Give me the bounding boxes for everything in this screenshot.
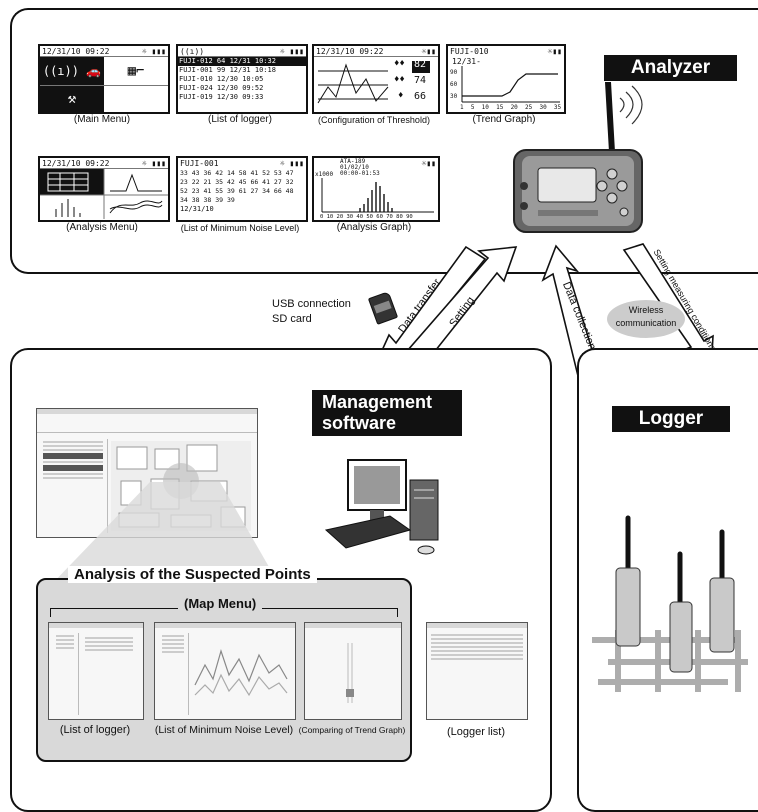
noise-level-screen: FUJI-001 ☼ ▮▮▮ 33 43 36 42 14 58 41 52 5… [176,156,308,222]
battery-icon: ☼▮▮ [421,46,436,56]
comparing-window [304,622,402,720]
threshold-screen: 12/31/10 09:22 ☼▮▮ 82 74 66 ♦♦ ♦♦ ♦ [312,44,440,114]
noise-date: 12/31/10 [180,205,214,213]
noise-level-caption: (List of Minimum Noise Level) [180,223,300,233]
threshold-datetime: 12/31/10 09:22 [316,46,384,56]
sd-label: SD card [272,313,312,325]
threshold-value-3: 66 [414,91,427,102]
x-ticks: 0 10 20 30 40 50 60 70 80 90 [320,214,413,220]
histogram [321,178,434,213]
wrench-icon: ⚒ [40,86,104,112]
analyzer-title: Analyzer [604,55,737,81]
main-menu-caption: (Main Menu) [73,114,131,125]
logger-row: FUJI-001 99 12/31 10:18 [179,66,276,74]
drop-icon: ♦♦ [394,75,405,85]
analysis-graph-screen: ATA-189 01/02/10 00:00-01:53 ☼▮▮ x1000 0… [312,156,440,222]
main-menu-screen: 12/31/10 09:22 ☼ ▮▮▮ ((ı)) 🚗 ▦⌐ ⚒ [38,44,170,114]
noise-row: 34 38 38 39 39 [180,196,235,204]
y-tick: 60 [450,81,458,88]
threshold-value-2: 74 [414,75,427,86]
noise-row: 52 23 41 55 39 61 27 34 66 48 [180,187,294,195]
battery-icon: ☼▮▮ [421,159,436,168]
logger-list-window-caption: (Logger list) [446,726,506,738]
noise-level-window [154,622,296,720]
noise-name: FUJI-001 [180,159,219,168]
comparing-window-caption: (Comparing of Trend Graph) [298,725,406,735]
management-title-line1: Management [322,392,433,412]
analysis-graph-line: 00:00-01:53 [340,170,380,177]
threshold-graph [317,61,430,104]
battery-icon: ☼▮▮ [547,47,562,56]
noise-level-window-caption: (List of Minimum Noise Level) [154,724,294,736]
list-logger-caption: (List of logger) [208,114,272,125]
usb-label: USB connection [272,298,351,310]
main-menu-datetime: 12/31/10 09:22 [42,46,110,56]
data-collection-arrow [541,244,598,378]
management-title: Management software [312,390,462,436]
zoom-projection [50,482,280,586]
logger-devices [592,515,748,692]
battery-icon: ☼ ▮▮▮ [141,46,166,56]
setting-arrow [399,246,518,372]
analyzer-device [513,82,643,233]
logger-title: Logger [612,406,730,432]
analysis-menu-datetime: 12/31/10 09:22 [42,158,110,168]
trend-line [461,66,560,103]
drop-icon: ♦ [398,91,404,101]
y-tick: 30 [450,93,458,100]
noise-chart [194,648,288,697]
trend-date: 12/31- [452,57,481,66]
battery-icon: ☼ ▮▮▮ [279,46,304,56]
logger-row: FUJI-010 12/30 10:05 [179,75,264,83]
trend-graph-screen: FUJI-010 ☼▮▮ 12/31- 90 60 30 1 5 10 15 2… [446,44,566,114]
list-logger-screen: ((ı)) ☼ ▮▮▮ FUJI-012 64 12/31 10:32 FUJI-… [176,44,308,114]
wireless-label: Wireless communication [615,305,677,328]
x-ticks: 1 5 10 15 20 25 30 35 [460,104,562,111]
chart-icon: ▦⌐ [127,63,145,79]
drop-icon: ♦♦ [394,59,405,69]
analysis-graph-line: 01/02/10 [340,164,369,171]
trend-caption: (Trend Graph) [472,114,536,125]
battery-icon: ☼ ▮▮▮ [141,158,166,168]
computer-icon [324,459,439,555]
signal-car-icon: ((ı)) 🚗 [40,57,104,85]
threshold-value-1: 82 [414,59,427,70]
wireless-ellipse [607,300,685,338]
list-logger-window [48,622,144,720]
analysis-menu-caption: (Analysis Menu) [66,222,138,233]
analysis-menu-screen: 12/31/10 09:22 ☼ ▮▮▮ [38,156,170,222]
analysis-menu-icons [40,169,168,219]
y-tick: x1000 [315,171,334,178]
logger-row: FUJI-012 64 12/31 10:32 [178,57,306,66]
logger-list-window [426,622,528,720]
analysis-graph-caption: (Analysis Graph) [336,222,412,233]
analysis-graph-line: ATA-189 [340,158,366,165]
list-logger-window-caption: (List of logger) [59,724,131,736]
noise-row: 33 43 36 42 14 58 41 52 53 47 [180,169,294,177]
analysis-title: Analysis of the Suspected Points [68,566,317,583]
map-menu-label: (Map Menu) [178,596,263,611]
logger-row: FUJI-024 12/30 09:52 [179,84,264,92]
comparing-chart [346,643,354,703]
logger-row: FUJI-019 12/30 09:33 [179,93,264,101]
threshold-caption: (Configuration of Threshold) [318,115,430,125]
battery-icon: ☼ ▮▮▮ [279,159,304,168]
noise-row: 23 22 21 35 42 45 66 41 27 32 [180,178,294,186]
management-title-line2: software [322,413,397,433]
trend-name: FUJI-010 [450,47,489,56]
y-tick: 90 [450,69,458,76]
list-logger-header: ((ı)) [180,46,205,56]
